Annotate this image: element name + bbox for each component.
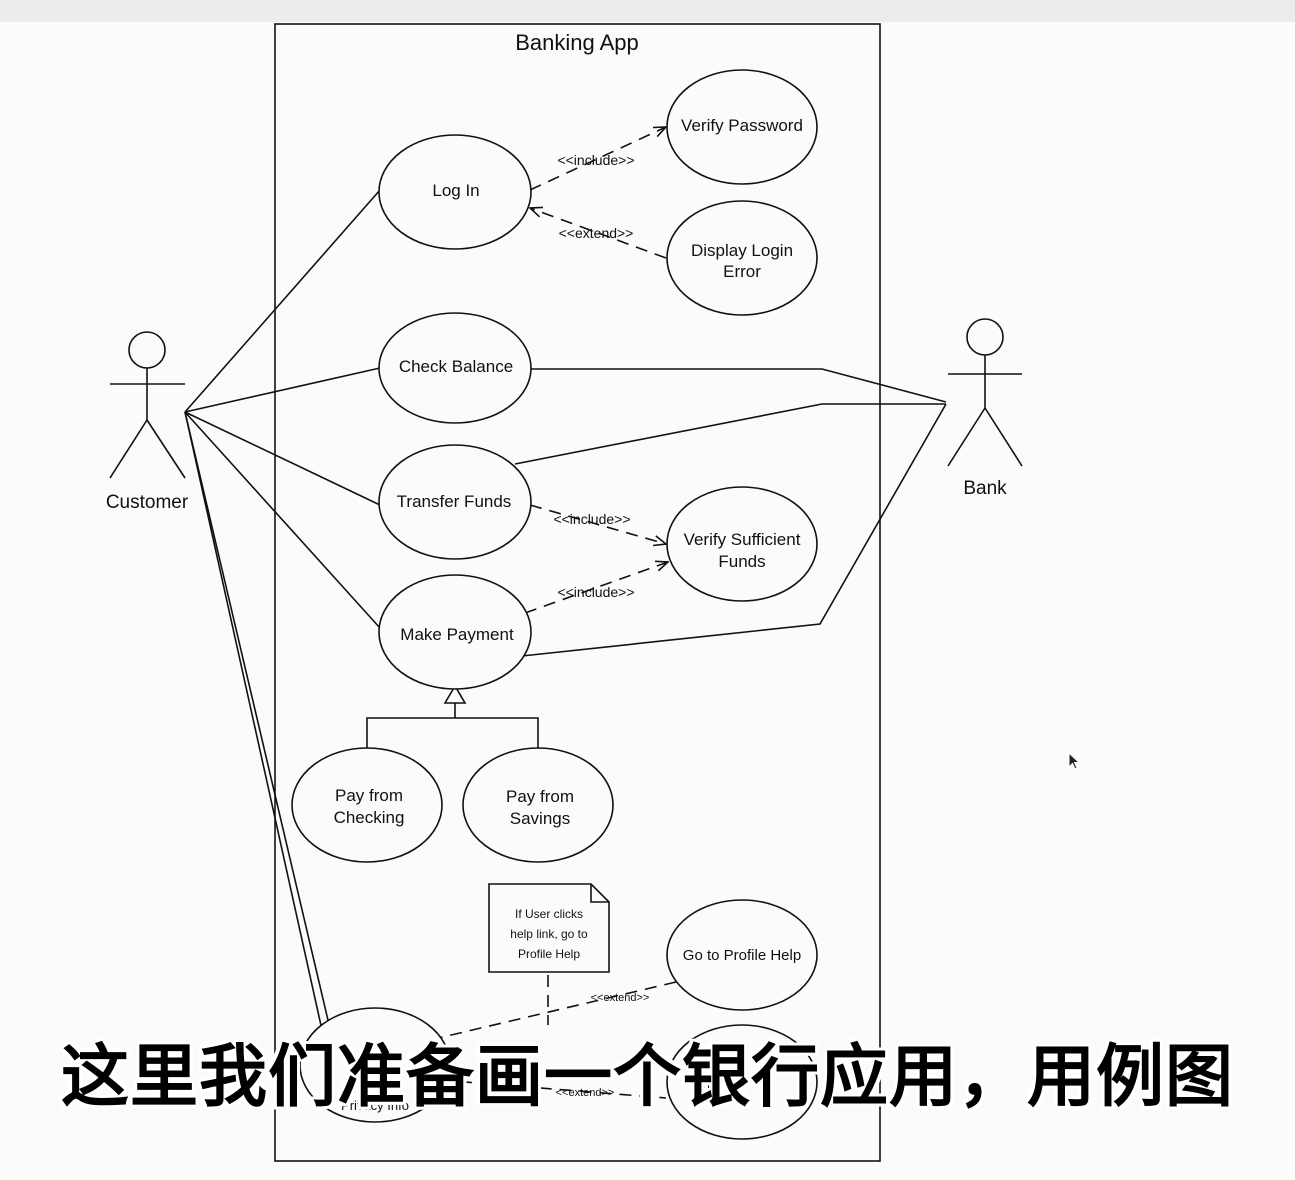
assoc-bank-payment — [521, 403, 947, 657]
use-case-verify-sufficient-funds — [666, 486, 818, 602]
use-case-check-balance-label: Check Balance — [399, 357, 513, 376]
stereotype-extend-login-error: <<extend>> — [559, 225, 634, 241]
use-case-pay-from-checking-label-2: Checking — [334, 808, 405, 827]
use-case-log-in-label: Log In — [432, 181, 479, 200]
assoc-customer-privacy-2 — [184, 411, 336, 1051]
stereotype-include-verify-password: <<include>> — [557, 152, 634, 168]
generalization-arrowhead — [443, 684, 467, 704]
use-case-pay-from-savings-label-2: Savings — [510, 809, 570, 828]
stereotype-extend-bottom: <<extend>> — [556, 1087, 615, 1099]
use-case-display-login-error-label-2: Error — [723, 262, 761, 281]
use-case-privacy-info — [299, 1007, 451, 1123]
note-line-3: Profile Help — [518, 947, 580, 961]
use-case-pay-from-checking — [291, 747, 443, 863]
use-case-go-to-profile-help — [666, 899, 818, 1011]
use-case-log-in — [378, 134, 532, 250]
use-case-transfer-funds-label: Transfer Funds — [397, 492, 512, 511]
note-line-1: If User clicks — [515, 907, 583, 921]
assoc-customer-check-balance — [184, 367, 381, 413]
customer-actor — [109, 331, 186, 479]
use-case-verify-sufficient-funds-label-2: Funds — [718, 552, 765, 571]
note-line-2: help link, go to — [510, 927, 588, 941]
use-case-show — [666, 1024, 818, 1140]
include-payment-verify-funds — [524, 562, 668, 614]
extend-login-error-to-login — [530, 208, 667, 259]
bank-label: Bank — [963, 478, 1007, 499]
system-boundary — [274, 23, 881, 1162]
extend-profile-help — [429, 981, 677, 1041]
use-case-pay-from-savings-label-1: Pay from — [506, 787, 574, 806]
include-login-verify-password — [529, 127, 666, 191]
use-case-verify-password-label: Verify Password — [681, 116, 803, 135]
stereotype-include-transfer: <<include>> — [553, 511, 630, 527]
use-case-go-to-profile-help-label: Go to Profile Help — [683, 947, 801, 964]
assoc-customer-transfer — [184, 411, 381, 506]
use-case-pay-from-savings — [462, 747, 614, 863]
stereotype-include-payment: <<include>> — [557, 584, 634, 600]
use-case-verify-password — [666, 69, 818, 185]
use-case-privacy-info-label: Privacy Info — [341, 1098, 409, 1113]
assoc-customer-login — [184, 189, 381, 413]
include-transfer-verify-funds — [529, 504, 666, 544]
stereotype-extend-profile-help: <<extend>> — [591, 992, 650, 1004]
assoc-customer-privacy — [184, 411, 323, 1031]
use-case-check-balance — [378, 312, 532, 424]
assoc-bank-check-balance — [530, 368, 947, 403]
use-case-display-login-error-label-1: Display Login — [691, 241, 793, 260]
use-case-show-label-2: o — [800, 1075, 808, 1091]
extend-bottom — [439, 1079, 667, 1099]
use-case-make-payment — [378, 574, 532, 690]
assoc-customer-payment — [184, 411, 381, 629]
subtitle-caption: 这里我们准备画一个银行应用，用例图 — [60, 1037, 1234, 1117]
generalization-lines — [366, 717, 539, 750]
use-case-show-label-1: Sho — [693, 1075, 718, 1091]
bank-actor — [947, 318, 1023, 467]
customer-label: Customer — [106, 492, 189, 513]
mouse-cursor-icon — [1068, 752, 1081, 770]
use-case-display-login-error — [666, 200, 818, 316]
top-bar — [0, 0, 1295, 22]
assoc-bank-transfer — [514, 403, 946, 465]
use-case-verify-sufficient-funds-label-1: Verify Sufficient — [684, 530, 801, 549]
help-note — [488, 883, 610, 973]
system-title: Banking App — [515, 30, 639, 55]
use-case-make-payment-label: Make Payment — [400, 625, 514, 644]
use-case-transfer-funds — [378, 444, 532, 560]
use-case-pay-from-checking-label-1: Pay from — [335, 786, 403, 805]
